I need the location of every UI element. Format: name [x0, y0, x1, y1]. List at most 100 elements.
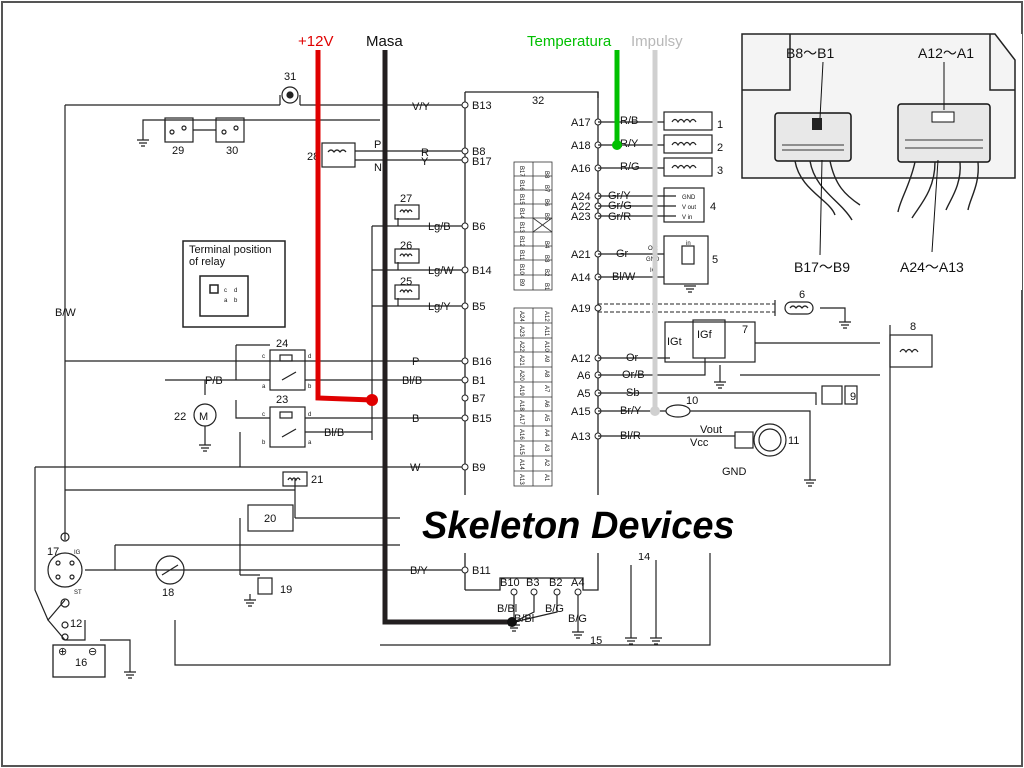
- ca-3: A10: [543, 341, 549, 352]
- ca-11: A2: [543, 459, 549, 467]
- ca-7: A6: [543, 400, 549, 408]
- num-1: 1: [717, 119, 723, 131]
- ca-8: A5: [543, 414, 549, 422]
- num-29: 29: [172, 145, 184, 157]
- component-1-2-3-sensors: [663, 111, 713, 177]
- ca-18: A19: [518, 385, 524, 396]
- relay-box-a: a: [224, 298, 228, 304]
- num-12: 12: [70, 618, 82, 630]
- mod5-in: in: [686, 241, 691, 247]
- num-2: 2: [717, 142, 723, 154]
- relay-box-subtitle: of relay: [189, 256, 226, 268]
- cb-1: B8: [543, 171, 549, 179]
- component-31-lamp: [281, 86, 299, 104]
- ca-19: A18: [518, 400, 524, 411]
- wire-blw: Bl/W: [612, 271, 636, 283]
- ca-4: A9: [543, 355, 549, 363]
- watermark-text: Skeleton Devices: [422, 505, 735, 547]
- pin-a13: A13: [571, 431, 591, 443]
- cb-12: B14: [518, 208, 524, 219]
- ca-9: A4: [543, 429, 549, 437]
- wire-lgw: Lg/W: [428, 265, 454, 277]
- component-28-pickup: [321, 142, 356, 168]
- ca-16: A21: [518, 355, 524, 366]
- component-6-sensor: [774, 300, 814, 316]
- wire-p: P: [412, 356, 419, 368]
- wire-gry: Gr/Y: [608, 190, 631, 202]
- cb-8: B1: [543, 283, 549, 291]
- switch17-ig: IG: [74, 550, 81, 556]
- ca-14: A23: [518, 326, 524, 337]
- wire-rb: R/B: [620, 115, 638, 127]
- ground-symbols: [124, 139, 851, 679]
- pin-b17: B17: [472, 156, 492, 168]
- ca-2: A11: [543, 326, 549, 337]
- wire-grr: Gr/R: [608, 211, 631, 223]
- wire-or: Or: [626, 352, 639, 364]
- ca-13: A24: [518, 311, 524, 322]
- ca-15: A22: [518, 341, 524, 352]
- overlay-dot-temperatura: [612, 140, 622, 150]
- inset-label-b17-b9: B17～B9: [794, 259, 850, 275]
- inset-label-a12-a1: A12～A1: [918, 45, 974, 61]
- pin-a15: A15: [571, 406, 591, 418]
- switch17-st: ST: [74, 590, 82, 596]
- overlay-wire-masa: [382, 50, 512, 625]
- num-23: 23: [276, 394, 288, 406]
- overlay-wire-12v: [315, 50, 373, 403]
- pin-b7: B7: [472, 393, 485, 405]
- ecu-connector-a-labels: A12 A11 A10 A9 A8 A7 A6 A5 A4 A3 A2 A1 A…: [518, 311, 549, 485]
- pin-b2: B2: [549, 577, 562, 589]
- component-24-relay: [269, 349, 306, 391]
- label-impulsy: Impulsy: [631, 33, 683, 50]
- sensor4-vout: V out: [682, 205, 696, 211]
- pin-a24: A24: [571, 191, 591, 203]
- label-12v: +12V: [298, 33, 333, 50]
- num-22: 22: [174, 411, 186, 423]
- component-22-motor: [193, 403, 217, 445]
- connector-photo-inset: [741, 33, 1022, 290]
- pin-a19: A19: [571, 303, 591, 315]
- num-4: 4: [710, 201, 716, 213]
- num-26: 26: [400, 240, 412, 252]
- label-masa: Masa: [366, 33, 403, 50]
- ecu-connector-b-labels: B8 B7 B6 B5 B4 B3 B2 B1 B17 B16 B15 B14 …: [518, 166, 549, 291]
- num-25: 25: [400, 276, 412, 288]
- num-24: 24: [276, 338, 288, 350]
- component-4-sensor: [663, 187, 705, 223]
- ecu-connector-a: [513, 307, 553, 487]
- num-11: 11: [788, 435, 799, 447]
- wire-sb: Sb: [626, 387, 639, 399]
- wire-orb: Or/B: [622, 369, 645, 381]
- pin-a17: A17: [571, 117, 591, 129]
- component-23-relay: [269, 406, 306, 448]
- motor-m: M: [199, 411, 208, 423]
- ca-22: A15: [518, 444, 524, 455]
- num-20: 20: [264, 513, 276, 525]
- ecu-bottom-pins: [510, 588, 582, 596]
- overlay-dot-masa: [507, 617, 517, 627]
- num-31: 31: [284, 71, 296, 83]
- cb-14: B12: [518, 236, 524, 247]
- relay24-b: b: [308, 384, 312, 390]
- wire-blb: Bl/B: [402, 375, 422, 387]
- num-5: 5: [712, 254, 718, 266]
- watermark-backdrop: [402, 495, 886, 553]
- pin-b3: B3: [526, 577, 539, 589]
- overlay-dot-12v: [366, 394, 378, 406]
- component-5-module: [663, 235, 709, 285]
- component-8-coil: [889, 334, 933, 368]
- pin-b8: B8: [472, 146, 485, 158]
- wire-bry: Br/Y: [620, 405, 642, 417]
- num-30: 30: [226, 145, 238, 157]
- num-16: 16: [75, 657, 87, 669]
- wire-lgy: Lg/Y: [428, 301, 451, 313]
- wire-blb-23: Bl/B: [324, 427, 344, 439]
- pin-a21: A21: [571, 249, 591, 261]
- pin-a4: A4: [571, 577, 584, 589]
- cb-5: B4: [543, 241, 549, 249]
- cb-9: B17: [518, 166, 524, 177]
- wire-lgb: Lg/B: [428, 221, 451, 233]
- pickup-p: P: [374, 139, 381, 151]
